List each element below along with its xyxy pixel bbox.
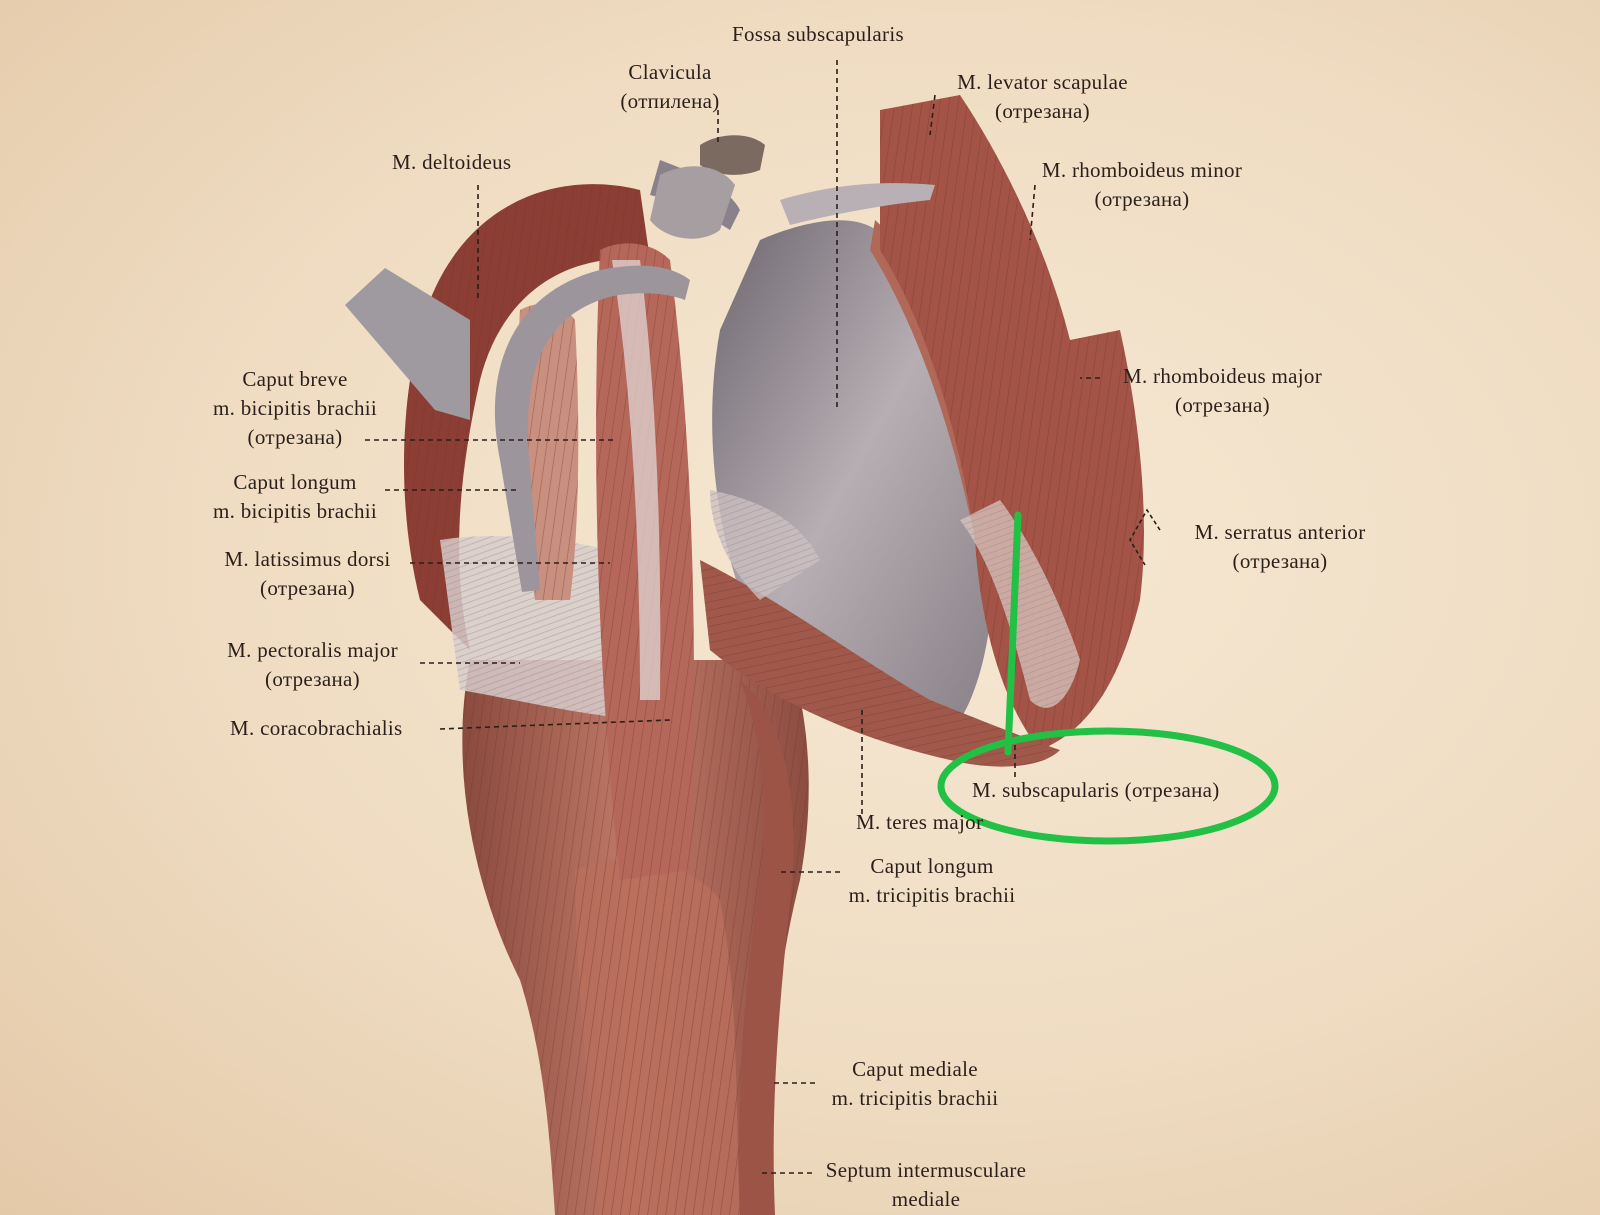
highlight-pointer-line (1004, 511, 1022, 756)
label-deltoideus: M. deltoideus (392, 150, 512, 174)
label-rhomboideus-major: M. rhomboideus major(отрезана) (1122, 364, 1323, 417)
label-rhomboideus-minor: M. rhomboideus minor(отрезана) (1041, 158, 1243, 211)
label-clavicula: Clavicula(отпилена) (620, 60, 720, 113)
green-annotation (937, 511, 1279, 845)
biceps-muscle (518, 243, 694, 880)
label-coracobrachialis: M. coracobrachialis (230, 716, 403, 740)
label-teres-major: M. teres major (856, 810, 984, 834)
label-serratus-anterior: M. serratus anterior(отрезана) (1194, 520, 1366, 573)
label-fossa-subscapularis: Fossa subscapularis (732, 22, 904, 46)
retractor-flap (345, 268, 470, 420)
serratus-bracket (1129, 508, 1161, 566)
label-pectoralis-major: M. pectoralis major(отрезана) (227, 638, 398, 691)
clavicle-stump (650, 135, 935, 239)
teres-major-band (700, 490, 1060, 767)
arm-muscles (462, 660, 809, 1215)
leader-lines (365, 60, 1100, 1174)
label-levator-scapulae: M. levator scapulae(отрезана) (957, 70, 1128, 123)
deltoid-muscle (403, 184, 650, 650)
highlight-ellipse (937, 727, 1279, 845)
medial-muscles (880, 95, 1144, 750)
label-subscapularis: M. subscapularis (отрезана) (972, 778, 1220, 802)
label-latissimus-dorsi: M. latissimus dorsi(отрезана) (224, 547, 391, 600)
